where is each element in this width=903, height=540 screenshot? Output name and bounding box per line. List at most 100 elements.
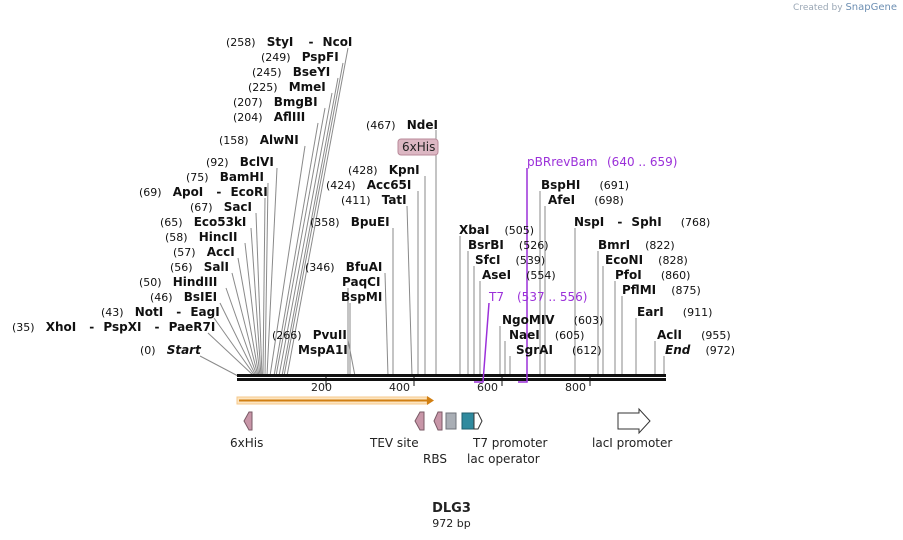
site-position: (875) [671,284,701,297]
tev-site-feature[interactable] [414,411,425,431]
enzyme-site[interactable]: (358) BpuEI [310,211,390,230]
site-position: (911) [683,306,713,319]
site-position: (46) [150,291,173,304]
enzyme-site[interactable]: (46) BsIEI [150,286,217,305]
enzyme-site[interactable]: BsrBI (526) [468,234,549,253]
enzyme-name: XbaI [459,223,489,237]
enzyme-name: KpnI [389,163,420,177]
enzyme-site[interactable]: AseI (554) [482,264,556,283]
enzyme-site[interactable]: SfcI (539) [475,249,545,268]
enzyme-site[interactable]: PflMI (875) [622,279,701,298]
enzyme-site[interactable]: (467) NdeI [366,114,438,133]
enzyme-name: AfeI [548,193,575,207]
enzyme-site[interactable]: AclI (955) [657,324,731,343]
enzyme-name: EcoRI [230,185,267,199]
enzyme-name[interactable]: BspMI [341,290,382,304]
enzyme-site[interactable]: SgrAI (612) [516,339,602,358]
site-position: (603) [574,314,604,327]
rbs-feature-arrow[interactable] [433,411,443,431]
enzyme-site[interactable]: (57) AccI [173,241,235,260]
laci-promoter-feature[interactable] [617,407,651,435]
site-position: (258) [226,36,256,49]
enzyme-site[interactable]: (75) BamHI [186,166,264,185]
enzyme-name: AccI [207,245,235,259]
end-marker: End (972) [665,339,735,358]
enzyme-site[interactable]: BspHI (691) [541,174,629,193]
enzyme-site[interactable]: EarI (911) [637,301,712,320]
his-tag-box[interactable]: 6xHis [397,138,439,156]
dash-separator: - [176,305,181,319]
snapgene-logo: SnapGene [845,2,897,13]
enzyme-name: ApoI [173,185,204,199]
enzyme-site[interactable]: PfoI (860) [615,264,690,283]
enzyme-site[interactable]: (92) BclVI [206,151,274,170]
enzyme-site[interactable]: (67) SacI [190,196,252,215]
enzyme-site[interactable]: (346) BfuAI [305,256,382,275]
enzyme-site[interactable]: XbaI (505) [459,219,534,238]
tick-label: 600 [477,381,498,394]
his-tag-box-label: 6xHis [402,140,435,154]
enzyme-site[interactable]: NspI - SphI (768) [574,211,710,230]
enzyme-site[interactable]: BmrI (822) [598,234,675,253]
enzyme-site[interactable]: (245) BseYI [252,61,330,80]
enzyme-name: BspHI [541,178,580,192]
enzyme-name: BfuAI [346,260,383,274]
enzyme-site[interactable]: (56) SalI [170,256,229,275]
enzyme-site[interactable]: (428) KpnI [348,159,420,178]
enzyme-site[interactable]: (207) BmgBI [233,91,318,110]
primer-t7[interactable]: T7 (537 .. 556) [474,290,587,383]
enzyme-name: XhoI [46,320,77,334]
his-tag-feature[interactable] [243,411,253,431]
primer-name: T7 [488,290,504,304]
site-position: (245) [252,66,282,79]
enzyme-site[interactable]: (65) Eco53kI [160,211,246,230]
site-position: (50) [139,276,162,289]
site-position: (65) [160,216,183,229]
enzyme-labels-middle: (467) NdeI (428) KpnI (424) Acc65I (411)… [272,114,438,357]
start-label: Start [167,343,202,357]
site-position: (860) [661,269,691,282]
enzyme-name: NotI [135,305,164,319]
lac-operator-feature[interactable] [461,412,475,430]
enzyme-name: EcoNI [605,253,643,267]
enzyme-name: NaeI [509,328,540,342]
enzyme-site[interactable]: (50) HindIII [139,271,217,290]
enzyme-site[interactable]: (411) TatI [341,189,407,208]
enzyme-name: AlwNI [260,133,299,147]
enzyme-site[interactable]: NaeI (605) [509,324,584,343]
site-position: (554) [526,269,556,282]
enzyme-site[interactable]: NgoMIV (603) [502,309,603,328]
orf-arrow[interactable] [236,396,434,405]
enzyme-name: AseI [482,268,511,282]
dash-separator: - [617,215,622,229]
enzyme-site[interactable]: (225) MmeI [248,76,326,95]
enzyme-site[interactable]: (204) AflIII [233,106,305,125]
tick-label: 200 [311,381,332,394]
enzyme-site[interactable]: (35) XhoI - PspXI - PaeR7I [12,316,215,335]
primer-pbrrevbam[interactable]: pBRrevBam (640 .. 659) [518,155,677,383]
t7-promoter-feature[interactable] [473,412,483,430]
t7-promoter-label: T7 promoter [472,436,548,450]
enzyme-site[interactable]: (266) PvuII [272,324,347,343]
enzyme-site[interactable]: (258) StyI - NcoI [226,31,352,50]
enzyme-labels-left: (258) StyI - NcoI (249) PspFI (245) BseY… [12,31,352,357]
enzyme-site[interactable]: (69) ApoI - EcoRI [139,181,268,200]
enzyme-name[interactable]: PaqCI [342,275,380,289]
primer-range: (537 .. 556) [517,290,587,304]
enzyme-site[interactable]: (58) HincII [165,226,237,245]
enzyme-site[interactable]: EcoNI (828) [605,249,688,268]
feature-labels: 6xHis TEV site RBS T7 promoter lac opera… [230,436,672,466]
site-position: (358) [310,216,340,229]
enzyme-site[interactable]: AfeI (698) [548,189,624,208]
site-position: (249) [261,51,291,64]
dash-separator: - [308,35,313,49]
enzyme-site[interactable]: (158) AlwNI [219,129,299,148]
site-position: (424) [326,179,356,192]
rbs-feature[interactable] [445,412,457,430]
enzyme-name[interactable]: MspA1I [298,343,348,357]
enzyme-site[interactable]: (424) Acc65I [326,174,411,193]
enzyme-site[interactable]: (249) PspFI [261,46,339,65]
enzyme-name: EarI [637,305,664,319]
enzyme-name: PaeR7I [169,320,216,334]
enzyme-site[interactable]: (43) NotI - EagI [101,301,220,320]
